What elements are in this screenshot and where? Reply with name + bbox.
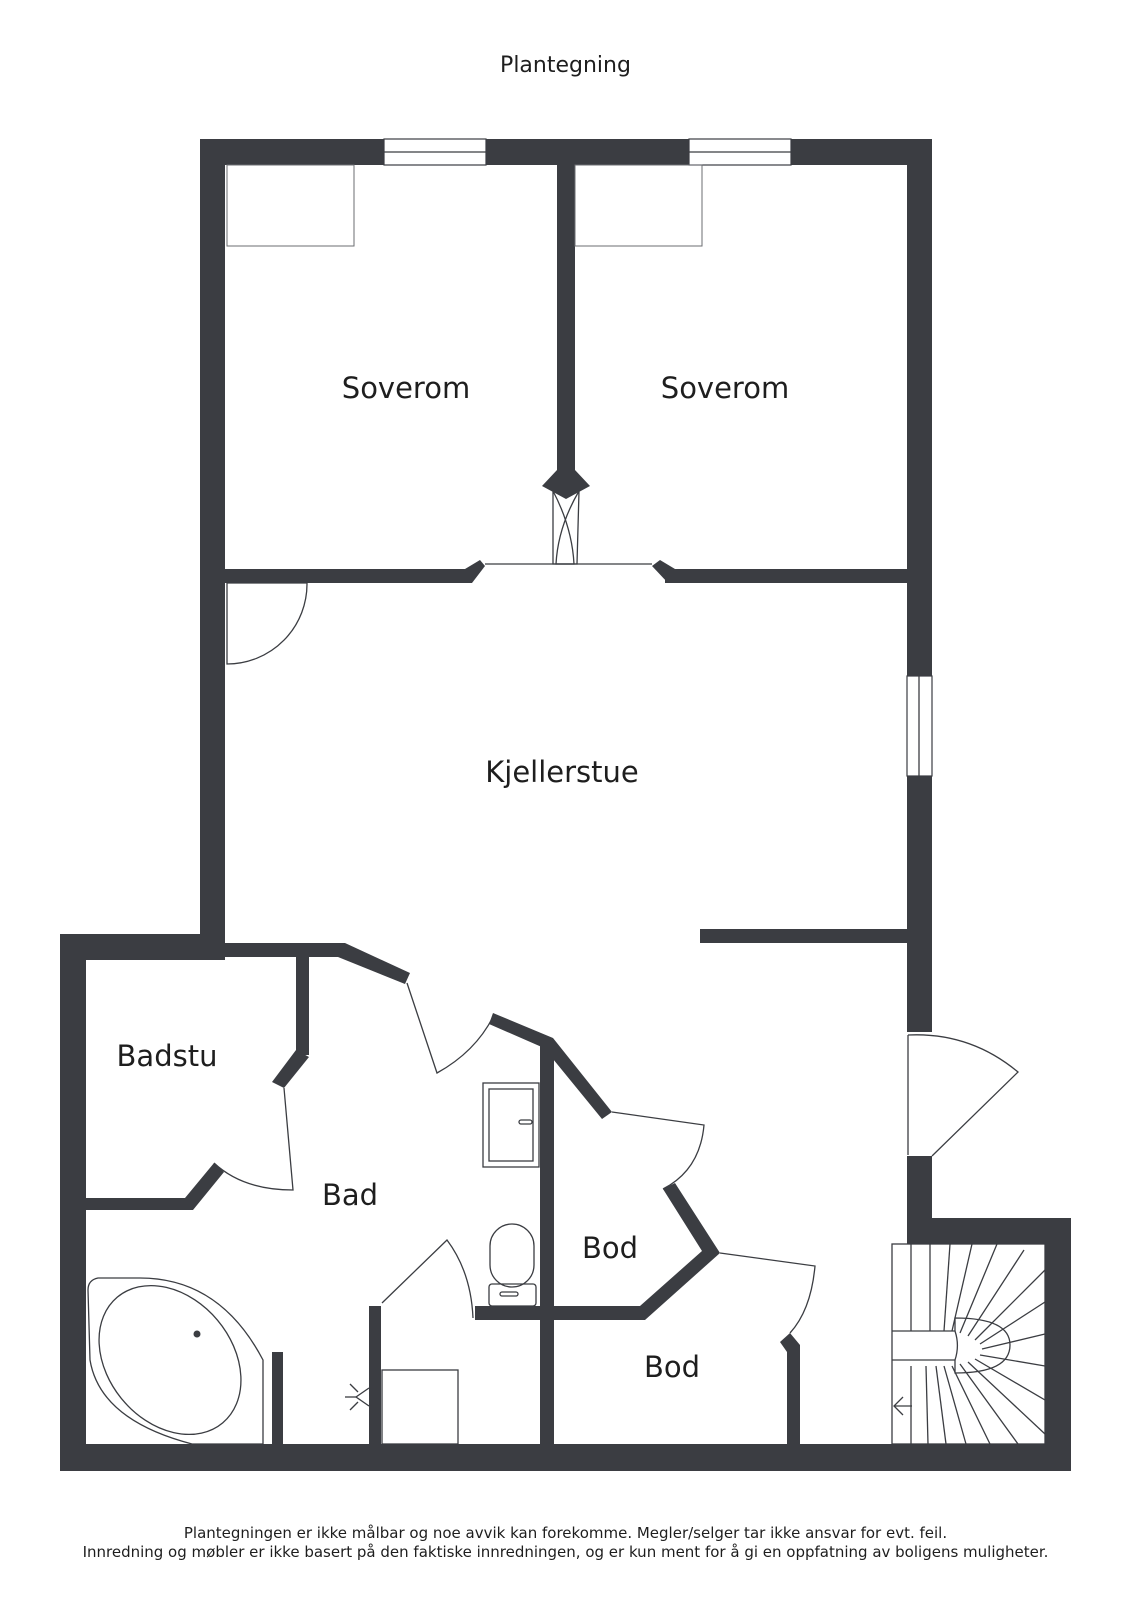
sink-icon [482, 1082, 540, 1168]
doors [213, 490, 1019, 1334]
interior-walls [86, 165, 907, 1444]
shower-icon [345, 1369, 459, 1445]
windows [383, 138, 933, 777]
plan-title: Plantegning [500, 53, 631, 78]
room-label-badstu: Badstu [117, 1039, 218, 1073]
disclaimer-line-2: Innredning og møbler er ikke basert på d… [82, 1543, 1049, 1561]
bathtub-icon [87, 1277, 264, 1445]
floor-plan: Soverom Soverom Kjellerstue Badstu Bad B… [60, 138, 1071, 1471]
outer-walls [60, 139, 1071, 1471]
disclaimer-line-1: Plantegningen er ikke målbar og noe avvi… [183, 1524, 948, 1542]
room-label-soverom-right: Soverom [661, 371, 789, 405]
room-label-kjellerstue: Kjellerstue [485, 755, 639, 789]
fixtures [87, 164, 703, 1445]
room-label-soverom-left: Soverom [342, 371, 470, 405]
room-label-bod-upper: Bod [582, 1231, 638, 1265]
staircase-icon [891, 1243, 1046, 1445]
disclaimer: Plantegningen er ikke målbar og noe avvi… [0, 1524, 1131, 1562]
room-label-bod-lower: Bod [644, 1350, 700, 1384]
room-label-bad: Bad [322, 1178, 378, 1212]
toilet-icon [488, 1223, 537, 1307]
room-labels: Soverom Soverom Kjellerstue Badstu Bad B… [117, 371, 790, 1384]
